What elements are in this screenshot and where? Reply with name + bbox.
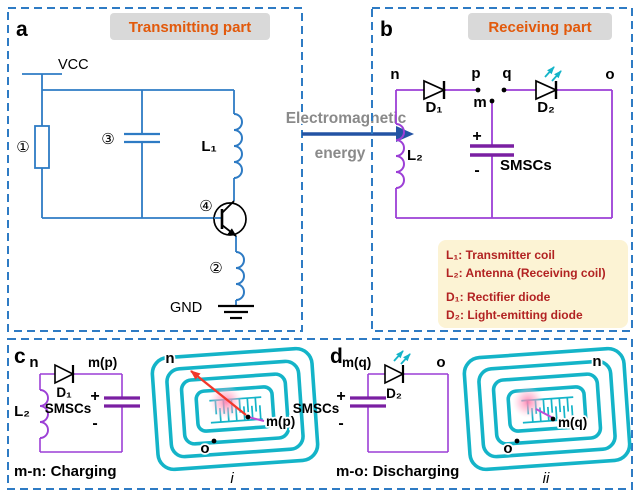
led-d2-d (384, 350, 411, 385)
c-caption: m-n: Charging (14, 463, 117, 480)
c-d1-label: D₁ (56, 385, 72, 400)
gnd-label: GND (170, 300, 202, 316)
d-cap-minus: - (338, 415, 343, 432)
diode-d1 (423, 79, 447, 101)
c-cap-plus: + (90, 388, 99, 405)
c-cap-minus: - (92, 415, 97, 432)
legend-line-3: D₁: Rectifier diode (446, 290, 551, 304)
comp-4-number: ④ (199, 198, 212, 215)
d-node-mq: m(q) (342, 355, 371, 370)
legend-bg (438, 240, 628, 328)
c-l2-label: L₂ (14, 403, 30, 420)
node-o-label: o (605, 66, 614, 83)
energy-text-line1: Electromagnetic (286, 110, 407, 127)
node-q-label: q (502, 65, 511, 82)
node-n-label: n (390, 66, 399, 83)
panel-a: a Transmitting part (7, 7, 303, 332)
transmitting-title: Transmitting part (129, 19, 252, 36)
c-node-mp: m(p) (88, 355, 117, 370)
spiral-ii-node-n: n (592, 353, 601, 370)
spiral-ii-node-o: o (503, 440, 512, 457)
cap-plus: + (472, 128, 481, 145)
spiral-ii-node-mq: m(q) (558, 415, 587, 430)
node-p-dot (475, 87, 481, 93)
diode-d1-c (54, 363, 75, 385)
led-light-arrow (544, 66, 555, 78)
rx-wires (395, 89, 613, 219)
node-q-dot (501, 87, 507, 93)
purple-link-i (247, 416, 265, 422)
smsc-plates-d (350, 396, 386, 408)
panel-b: b Receiving part (371, 7, 633, 332)
receiving-title: Receiving part (488, 19, 591, 36)
l2-label: L₂ (407, 147, 423, 164)
spiral-i-o-dot (211, 438, 217, 444)
d2-label: D₂ (537, 99, 555, 116)
red-arrow-i (190, 370, 247, 416)
d-smscs-label: SMSCs (293, 401, 340, 416)
node-m-dot (489, 98, 495, 104)
spiral-i-m-dot (245, 414, 251, 420)
d-d2-label: D₂ (386, 386, 402, 401)
comp-3-number: ③ (101, 131, 114, 148)
l1-label: L₁ (201, 138, 216, 155)
c-smscs-label: SMSCs (45, 401, 92, 416)
panel-b-border (371, 7, 633, 332)
charging-wires (39, 373, 123, 453)
led-light-arrow (393, 350, 404, 362)
d1-label: D₁ (425, 99, 442, 116)
spiral-i-node-mp: m(p) (266, 414, 295, 429)
spiral-i-caption: i (230, 470, 234, 487)
spiral-i-node-n: n (165, 350, 174, 367)
c-node-n: n (29, 354, 38, 371)
comp-2-number: ② (209, 260, 222, 277)
node-m-label: m (473, 94, 486, 111)
node-p-label: p (471, 65, 480, 82)
pink-glow-ii (512, 386, 544, 418)
energy-transfer: Electromagnetic energy (284, 108, 414, 164)
panel-c: c n m(p) D₁ L₂ + - SMSCs m-n: Charging (14, 345, 140, 480)
comp-1-number: ① (16, 139, 29, 156)
receiving-title-bg (468, 13, 612, 40)
legend-box: L₁: Transmitter coil L₂: Antenna (Receiv… (438, 240, 628, 328)
panel-d: d m(q) o D₂ + - SMSCs m-o: Discharging (293, 345, 460, 480)
spiral-ii-o-dot (514, 438, 520, 444)
vcc-label: VCC (58, 57, 89, 73)
led-d2 (535, 66, 562, 101)
discharging-wires (367, 373, 449, 453)
led-light-arrow (551, 70, 562, 82)
spiral-ii-caption: ii (543, 470, 550, 487)
spiral-antenna-i: n m(p) o i (150, 346, 320, 487)
panel-a-letter: a (16, 18, 28, 41)
coil-rings-ii (462, 346, 632, 472)
smsc-plates-c (104, 396, 140, 408)
legend-line-4: D₂: Light-emitting diode (446, 308, 583, 322)
smsc-capacitor-plates (470, 144, 514, 157)
cap-minus: - (474, 162, 479, 179)
transmitting-title-bg (110, 13, 270, 40)
d-caption: m-o: Discharging (336, 463, 459, 480)
energy-text-line2: energy (315, 145, 366, 162)
purple-link-ii (535, 408, 554, 419)
panel-b-letter: b (380, 18, 393, 41)
smscs-label: SMSCs (500, 157, 552, 174)
d-cap-plus: + (336, 388, 345, 405)
spiral-i-node-o: o (200, 440, 209, 457)
panel-c-letter: c (14, 345, 26, 368)
spiral-antenna-ii: n m(q) o ii (462, 346, 632, 487)
resistor-1-box (34, 125, 50, 169)
panel-bottom-border (7, 338, 633, 490)
legend-line-1: L₁: Transmitter coil (446, 248, 555, 262)
tx-wires (22, 73, 245, 306)
ground-symbol (218, 304, 254, 320)
spiral-ii-m-dot (550, 416, 556, 422)
panel-a-border (7, 7, 303, 332)
transistor-4 (213, 200, 247, 237)
d-node-o: o (436, 354, 445, 371)
legend-line-2: L₂: Antenna (Receiving coil) (446, 266, 606, 280)
panel-d-letter: d (330, 345, 343, 368)
led-light-arrow (400, 353, 411, 365)
